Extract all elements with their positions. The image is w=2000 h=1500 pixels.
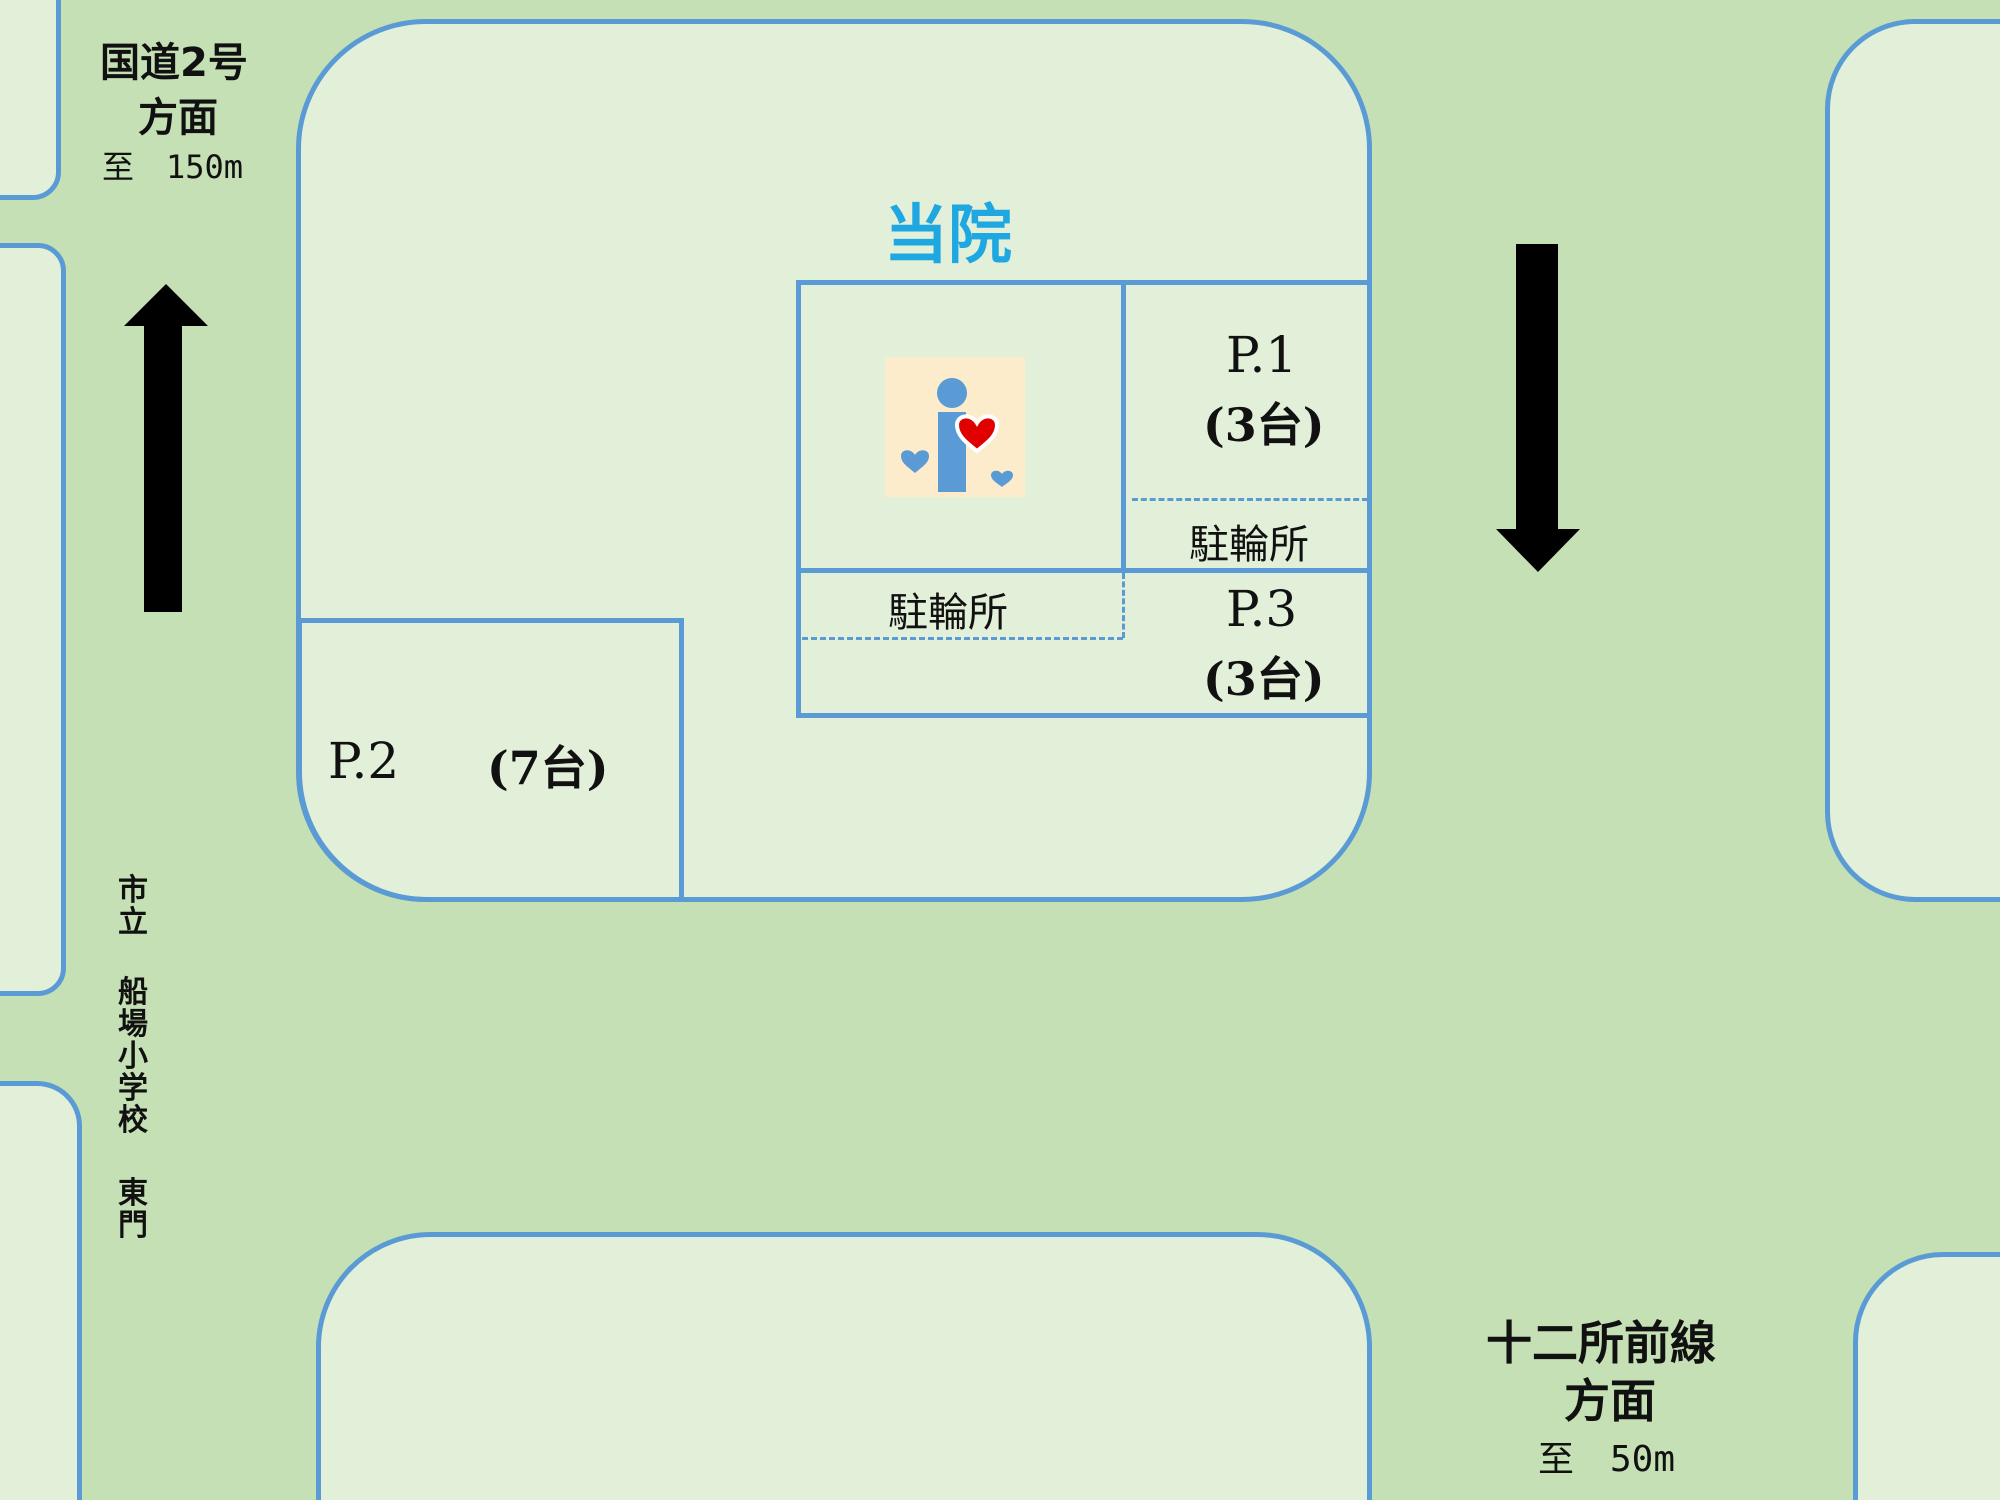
clinic-logo — [885, 357, 1025, 497]
junisho-direction-label: 十二所前線 — [1486, 1316, 1716, 1370]
parking-p1-name: P.1 — [1226, 326, 1298, 384]
route2-direction-label-2: 方面 — [138, 95, 218, 141]
school-label-gate: 東門 — [118, 1176, 148, 1243]
bicycle-area-1-divider — [1132, 498, 1368, 501]
school-label-name: 船場小学校 — [118, 975, 148, 1138]
bicycle-parking-label-2: 駐輪所 — [888, 590, 1008, 636]
parking-p3-count: (3台) — [1203, 652, 1325, 706]
junisho-direction-label-2: 方面 — [1564, 1374, 1656, 1428]
school-label-city: 市立 — [118, 873, 148, 940]
parking-p2-name: P.2 — [328, 732, 400, 790]
block-bottom-center — [316, 1232, 1372, 1500]
bicycle-parking-label-1: 駐輪所 — [1189, 522, 1309, 568]
bicycle-area-2-edge — [1122, 573, 1125, 638]
block-left-middle — [0, 243, 66, 996]
block-left-bottom — [0, 1081, 82, 1500]
junisho-distance: 至 50m — [1538, 1439, 1676, 1480]
block-right-upper — [1825, 19, 2000, 902]
clinic-block — [296, 19, 1372, 902]
parking-p3-area — [796, 568, 1372, 718]
parking-p3-name: P.3 — [1226, 580, 1298, 638]
block-top-left — [0, 0, 61, 200]
arrow-up-icon — [124, 284, 208, 612]
bicycle-area-2-divider — [802, 637, 1123, 640]
parking-p2-count: (7台) — [487, 741, 609, 795]
block-right-bottom — [1853, 1252, 2000, 1500]
person-with-hearts-icon — [885, 357, 1025, 497]
route2-distance: 至 150m — [102, 148, 244, 186]
parking-p2-area — [297, 618, 684, 902]
parking-p1-count: (3台) — [1203, 398, 1325, 452]
arrow-down-icon — [1496, 244, 1580, 572]
route2-direction-label: 国道2号 — [100, 40, 248, 86]
clinic-title: 当院 — [884, 199, 1012, 273]
